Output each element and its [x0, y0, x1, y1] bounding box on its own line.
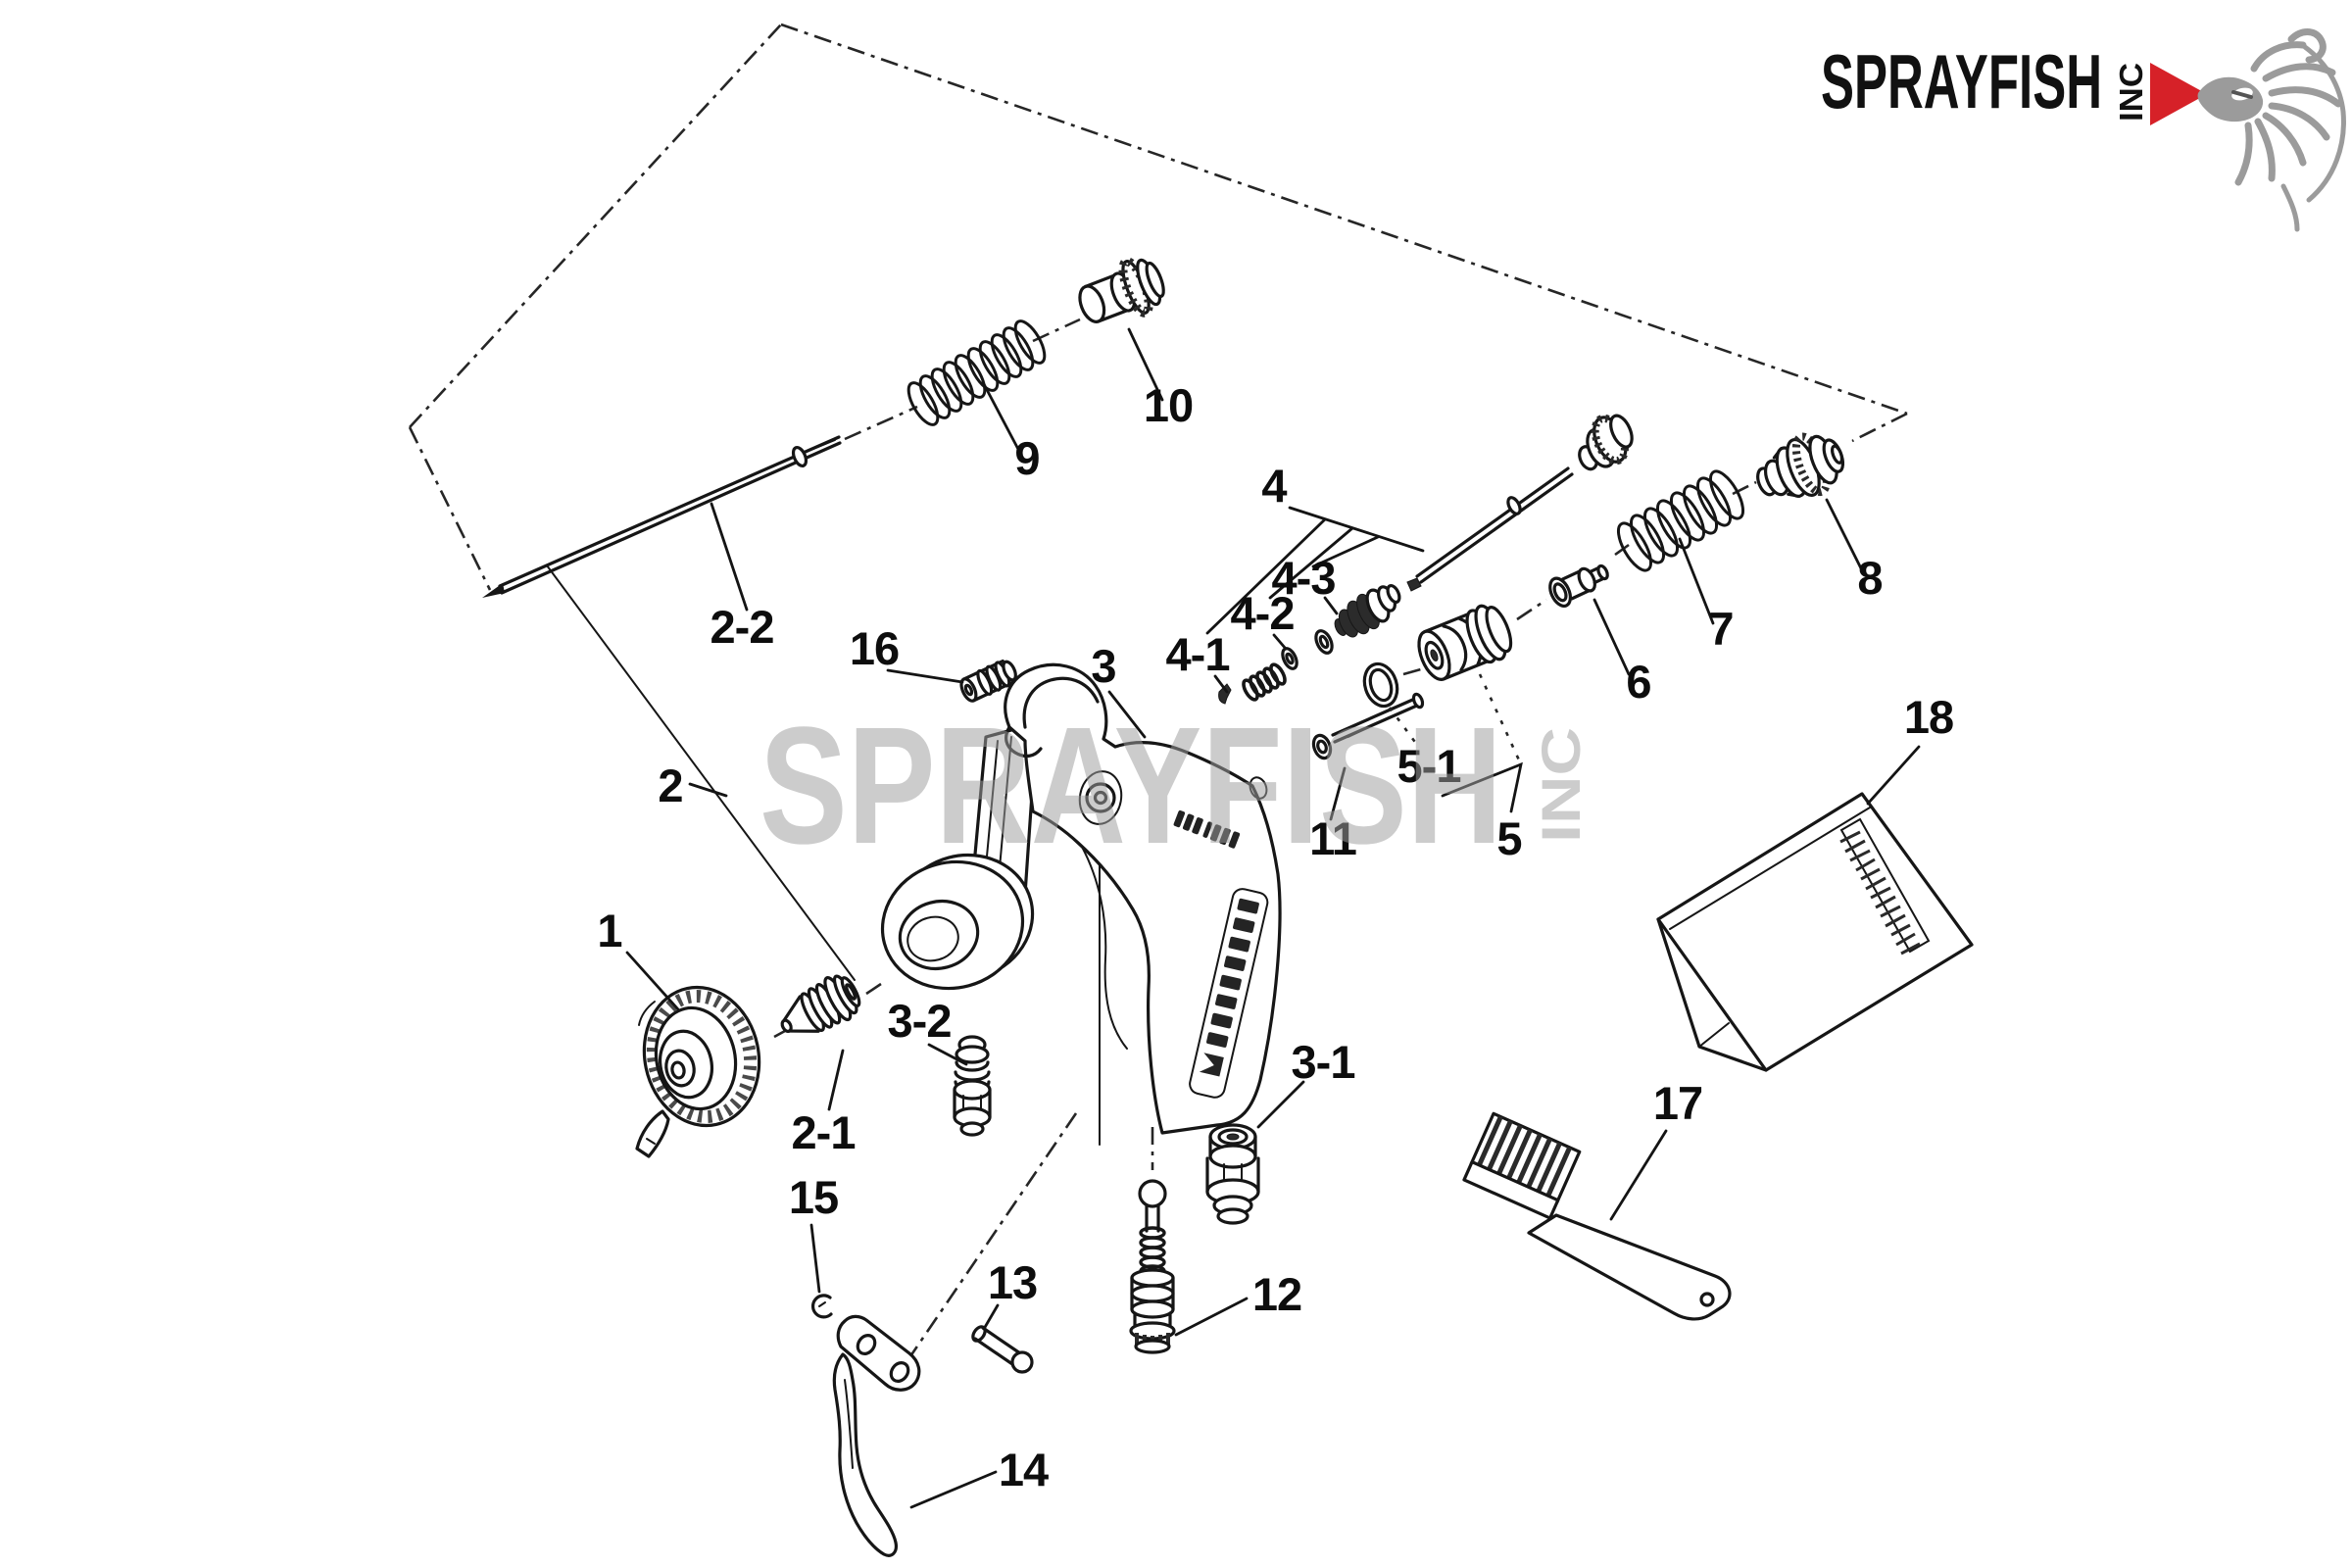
watermark-suffix: INC — [1530, 727, 1592, 843]
part-fluid-nozzle — [780, 974, 861, 1033]
watermark-text: SPRAYFISH — [760, 693, 1502, 879]
part-trigger — [832, 1314, 921, 1557]
part-label-2-2: 2-2 — [710, 601, 774, 653]
part-o-ring — [1362, 662, 1399, 709]
part-label-12: 12 — [1252, 1268, 1301, 1320]
part-label-17: 17 — [1653, 1077, 1702, 1129]
part-nipple-bottom — [1205, 1123, 1260, 1225]
logo: SPRAYFISH INC — [1821, 28, 2346, 232]
part-air-cap — [635, 985, 761, 1158]
gun-nose-ring — [880, 853, 1035, 991]
part-label-14: 14 — [999, 1444, 1049, 1495]
part-e-ring — [810, 1294, 833, 1319]
body-marking — [1173, 809, 1241, 849]
part-nipple-front — [953, 1035, 992, 1137]
logo-triangle-icon — [2150, 63, 2207, 125]
leader-lines — [625, 327, 1921, 1509]
valve-seat — [1218, 683, 1232, 705]
part-label-9: 9 — [1014, 432, 1039, 484]
part-fluid-needle — [482, 435, 842, 598]
part-label-4: 4 — [1261, 460, 1287, 512]
part-label-7: 7 — [1708, 603, 1733, 655]
handle-emboss — [1189, 888, 1269, 1099]
valve-knurled-knob — [1578, 414, 1634, 471]
part-label-8: 8 — [1857, 552, 1882, 604]
part-label-3-2: 3-2 — [888, 995, 952, 1047]
part-label-1: 1 — [597, 905, 621, 956]
part-air-adjust-knob — [1756, 432, 1845, 498]
part-air-valve-assembly — [1218, 414, 1634, 705]
part-label-16: 16 — [850, 622, 899, 674]
part-pivot-pin — [971, 1325, 1034, 1374]
part-label-2-1: 2-1 — [792, 1106, 856, 1158]
part-needle-adjust-nut — [1078, 257, 1165, 323]
part-labels: 1 2 2-1 2-2 3 3-1 3-2 4 4-1 4-2 4-3 5 5-… — [597, 379, 1954, 1495]
part-label-13: 13 — [988, 1256, 1037, 1308]
logo-brand-text: SPRAYFISH — [1821, 38, 2102, 124]
part-label-4-2: 4-2 — [1231, 587, 1295, 639]
part-valve-guide — [1417, 604, 1513, 681]
part-label-4-3: 4-3 — [1272, 552, 1336, 604]
part-cleaning-brush — [1462, 1111, 1732, 1321]
part-gun-body — [968, 662, 1282, 1135]
part-fluid-tube — [1311, 692, 1425, 760]
part-label-11: 11 — [1309, 812, 1356, 864]
part-label-18: 18 — [1904, 691, 1953, 743]
part-label-3-1: 3-1 — [1292, 1036, 1355, 1088]
watermark: SPRAYFISH INC — [760, 693, 1592, 879]
part-label-5: 5 — [1496, 812, 1521, 864]
fork-lines — [546, 564, 1101, 1146]
logo-suffix-text: INC — [2113, 63, 2149, 122]
logo-fish-icon — [2197, 28, 2346, 232]
part-label-6: 6 — [1626, 656, 1650, 708]
part-valve-bolt — [1548, 564, 1609, 609]
part-label-10: 10 — [1144, 379, 1193, 431]
part-label-2: 2 — [658, 760, 682, 811]
part-label-4-1: 4-1 — [1166, 628, 1230, 680]
part-label-5-1: 5-1 — [1397, 740, 1461, 792]
part-valve-spring — [1616, 469, 1745, 572]
part-label-3: 3 — [1091, 640, 1115, 692]
part-label-15: 15 — [789, 1171, 838, 1223]
part-instruction-pouch — [1656, 792, 1974, 1072]
part-fluid-valve-set — [1129, 1179, 1176, 1354]
part-needle-spring — [906, 319, 1047, 426]
